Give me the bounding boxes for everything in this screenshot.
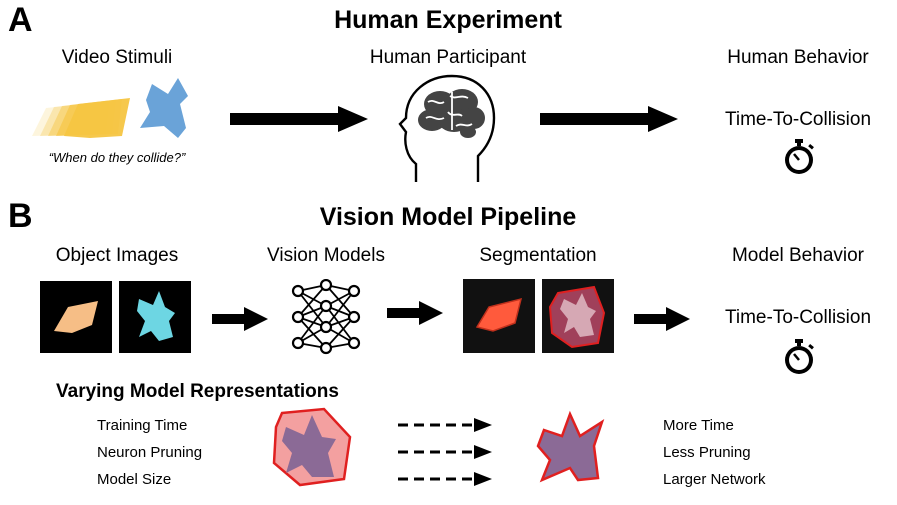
object-images-label: Object Images xyxy=(55,245,179,266)
panel-letter-b: B xyxy=(8,197,33,235)
model-behavior-label: Model Behavior xyxy=(731,245,865,266)
left-item-size: Model Size xyxy=(97,471,172,488)
right-item-network: Larger Network xyxy=(663,471,766,488)
panel-a-title: Human Experiment xyxy=(334,6,562,34)
stimuli-caption: “When do they collide?” xyxy=(48,150,186,165)
brain-head-icon xyxy=(398,74,496,182)
video-stimuli-shapes xyxy=(32,78,188,138)
left-item-pruning: Neuron Pruning xyxy=(97,444,203,461)
neural-network-icon xyxy=(291,279,361,355)
object-image-peach xyxy=(40,281,112,353)
segmentation-image-hull xyxy=(542,279,614,353)
dashed-arrow-icon xyxy=(398,472,492,486)
human-ttc-label: Time-To-Collision xyxy=(724,109,872,130)
arrow-icon xyxy=(212,307,268,331)
video-stimuli-label: Video Stimuli xyxy=(61,47,173,68)
left-item-training: Training Time xyxy=(97,417,188,434)
arrow-icon xyxy=(540,106,678,132)
refined-segmentation-shape xyxy=(536,410,605,483)
yellow-motion-shape xyxy=(32,98,130,138)
segmentation-label: Segmentation xyxy=(479,245,597,266)
panel-b-title: Vision Model Pipeline xyxy=(319,203,577,231)
model-ttc-label: Time-To-Collision xyxy=(724,307,872,328)
right-item-time: More Time xyxy=(663,417,734,434)
human-behavior-label: Human Behavior xyxy=(727,47,869,68)
segmentation-image-red xyxy=(463,279,535,353)
arrow-icon xyxy=(230,106,368,132)
vision-models-label: Vision Models xyxy=(267,245,385,266)
right-item-pruning: Less Pruning xyxy=(663,444,751,461)
human-participant-label: Human Participant xyxy=(369,47,527,68)
coarse-segmentation-shape xyxy=(272,407,352,487)
arrow-icon xyxy=(387,301,443,325)
blue-jagged-shape xyxy=(140,78,188,138)
varying-title: Varying Model Representations xyxy=(56,381,339,402)
stopwatch-icon xyxy=(785,339,814,374)
dashed-arrow-icon xyxy=(398,445,492,459)
dashed-arrow-icon xyxy=(398,418,492,432)
stopwatch-icon xyxy=(785,139,814,174)
object-image-cyan xyxy=(119,281,191,353)
arrow-icon xyxy=(634,307,690,331)
panel-letter-a: A xyxy=(8,1,33,39)
